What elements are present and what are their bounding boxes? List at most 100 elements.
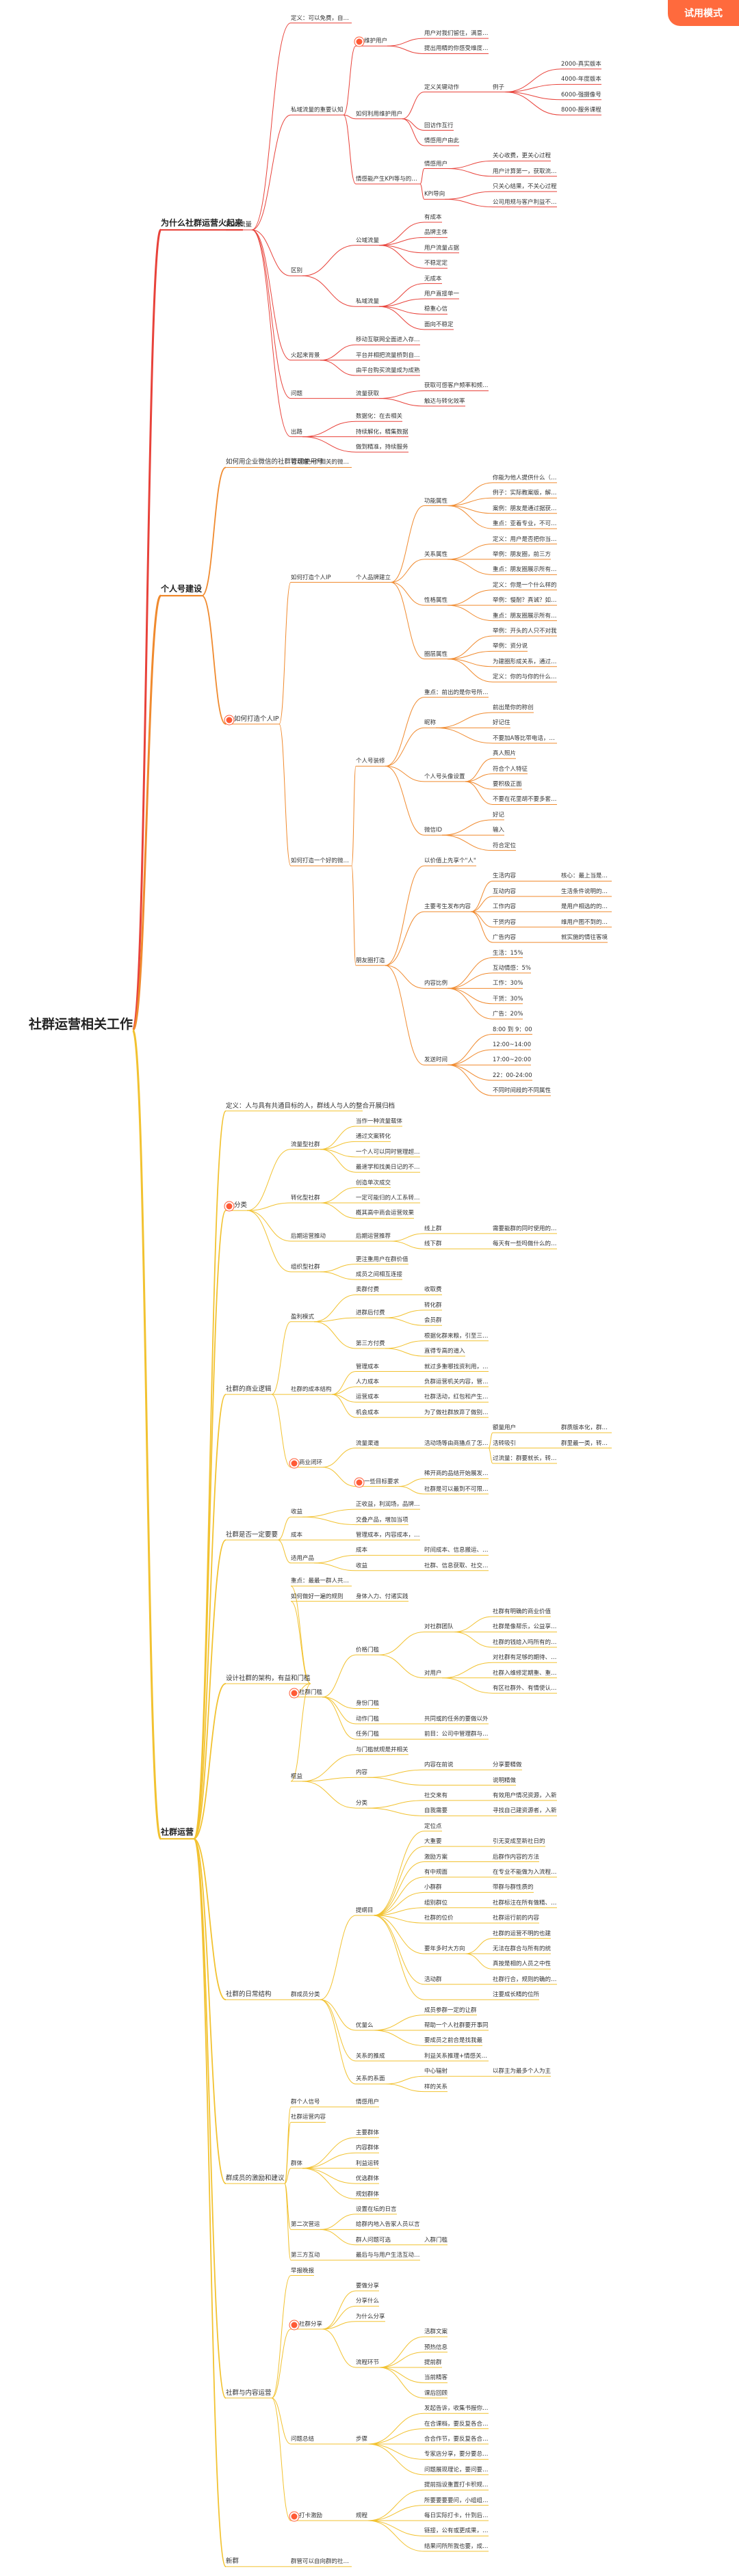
topic-node[interactable]: 一个人可以同时管理超十个群 [356,1148,420,1156]
topic-node[interactable]: 昵称 [424,719,437,727]
topic-node[interactable]: 发起告诉，收集书报你问题 [424,2405,489,2413]
topic-node[interactable]: 私域流量 [356,298,380,306]
topic-node[interactable]: 真人照片 [493,750,517,758]
topic-node[interactable]: 关系的系面 [356,2075,385,2083]
topic-node[interactable]: 由平台购买流量成为成熟 [356,367,420,375]
topic-node[interactable]: 例子：实际教案版，解决知识 [493,490,557,497]
topic-node[interactable]: 好记 [493,811,505,819]
topic-node[interactable]: 群个人信号 [291,2099,320,2106]
topic-node[interactable]: 进群后付费 [356,1310,385,1317]
topic-node[interactable]: 链接，公有或更成果，更更朋更，设与 [424,2527,489,2535]
topic-node[interactable]: 早报晚报 [291,2267,315,2274]
topic-node[interactable]: 活群文案 [424,2328,448,2336]
topic-node[interactable]: 获取可感客户频率和频成本 [424,382,489,390]
topic-node[interactable]: 是用户相选的的工作状态，向道为公司和产品发布 [561,903,612,911]
topic-node[interactable]: 社群标注在所有做精、社群用到和在群运营 [493,1899,557,1907]
topic-node[interactable]: 无法在群合与所有的统 [493,1945,552,1952]
topic-node[interactable]: 所要要要要问，小组组相，引入组推，台FLAG [424,2497,489,2504]
topic-node[interactable]: 要做分享 [356,2282,380,2289]
topic-node[interactable]: 有中规面 [424,1868,448,1876]
topic-node[interactable]: 提出用精的你感受维度下来，促成我用所重下来 [424,45,489,53]
topic-node[interactable]: 社群的运营不明的也建 [493,1930,552,1937]
topic-node[interactable]: 为什么分享 [356,2313,385,2320]
topic-node[interactable]: 定义：用户是否把你当作朋友 [493,535,557,543]
topic-node[interactable]: 重点：前出的是你号所吗，你的的朋友圈是提供 [424,689,489,696]
topic-node[interactable]: 专家店分享，要分要总评到 [424,2451,489,2458]
topic-node[interactable]: 一些目标要求 [364,1478,400,1485]
topic-node[interactable]: 对社群团队 [424,1623,454,1631]
topic-node[interactable]: 盈利模式 [291,1313,315,1320]
topic-node[interactable]: 社群是否一定要要 [226,1530,278,1539]
topic-node[interactable]: 用户流量占据 [424,244,460,252]
topic-node[interactable]: 品牌主体 [424,229,448,237]
topic-node[interactable]: 活动群 [424,1976,442,1983]
topic-node[interactable]: 功能属性 [424,497,448,505]
topic-node[interactable]: 流量渠道 [356,1439,380,1447]
topic-node[interactable]: 如何做好一遍的规则 [291,1593,343,1600]
topic-node[interactable]: 内容在前说 [424,1762,454,1769]
topic-node[interactable]: 持续解化，精集数据 [356,428,409,436]
topic-node[interactable]: 帮助一个人社群要开事同 [424,2022,489,2030]
topic-node[interactable]: 分类 [356,1800,368,1807]
topic-node[interactable]: 要成员之前合是找我最 [424,2037,483,2045]
topic-node[interactable]: 共同或的任务的要做以外 [424,1715,489,1723]
topic-node[interactable]: 引无变成至新社日的 [493,1838,545,1846]
topic-node[interactable]: 生活内容 [493,873,517,880]
root-topic[interactable]: 社群运营相关工作 [29,1016,133,1032]
topic-node[interactable]: 组织型社群 [291,1263,320,1271]
topic-node[interactable]: 圈层属性 [424,650,448,658]
topic-node[interactable]: 内容 [356,1769,368,1777]
topic-node[interactable]: 转化群 [424,1301,442,1309]
topic-node[interactable]: 不同时间段的不同属性 [493,1087,552,1095]
topic-node[interactable]: 额量用户 [493,1424,517,1432]
topic-node[interactable]: 机会成本 [356,1409,380,1416]
topic-node[interactable]: 框益 [291,1772,303,1780]
topic-node[interactable]: 定义关键动作 [424,83,460,91]
topic-node[interactable]: 正收益，利润场，品牌口碑，信任变现 [356,1501,420,1509]
topic-node[interactable]: 第三方付费 [356,1340,385,1347]
topic-node[interactable]: 转化型社群 [291,1195,320,1202]
topic-node[interactable]: 负群运营机关内容，管理者的工资，提高的费用 [424,1378,489,1385]
topic-node[interactable]: 设计社群的架构，有益和门槛 [226,1675,311,1683]
topic-node[interactable]: 适用产品 [291,1554,315,1562]
topic-node[interactable]: 不稳定定 [424,260,448,267]
topic-node[interactable]: 只关心结果，不关心过程 [493,183,557,191]
topic-node[interactable]: 商业闭环 [299,1459,323,1466]
topic-node[interactable]: 注要成长精的位所 [493,1991,540,1999]
topic-node[interactable]: 说明精做 [493,1777,517,1784]
topic-node[interactable]: 发送时间 [424,1057,448,1064]
topic-node[interactable]: 后期运营推动 [291,1233,326,1240]
topic-node[interactable]: 可以建一个相关的微号主营 [291,459,352,466]
topic-node[interactable]: 社群、信息获取、社交关系、行为认可 [424,1562,489,1569]
topic-node[interactable]: 合合作节，要反复各合作日正，要问要要 [424,2436,489,2443]
topic-node[interactable]: 更注重用户在群价值 [356,1256,409,1263]
branch-topic[interactable]: 为什么社群运营火起来 [161,218,244,228]
topic-node[interactable]: 符合个人特征 [493,765,528,773]
topic-node[interactable]: 大重要 [424,1838,442,1846]
topic-node[interactable]: 当作一种流量载体 [356,1118,403,1125]
topic-node[interactable]: 线下群 [424,1240,442,1248]
topic-node[interactable]: 成本 [356,1547,368,1554]
topic-node[interactable]: 个人号装修 [356,758,385,765]
topic-node[interactable]: 工作内容 [493,903,517,911]
topic-node[interactable]: 定义：可以免费，自主触达用户的渠道 [291,14,352,22]
topic-node[interactable]: 直得专高的道入 [424,1348,465,1355]
topic-node[interactable]: 22：00-24:00 [493,1072,532,1079]
topic-node[interactable]: 举例：慢耐？真诚？如果？挑战？ [493,597,557,605]
topic-node[interactable]: 社群有明确的商业价值 [493,1608,552,1616]
topic-node[interactable]: 需要能群的同时使用的那个施段，用出发用户引流 [493,1225,557,1232]
topic-node[interactable]: 有效用户情况资源，入新 [493,1792,557,1799]
topic-node[interactable]: 互动内容 [493,888,517,895]
topic-node[interactable]: 最速学和找美日记的不同运营策略 [356,1164,420,1171]
topic-node[interactable]: 新群 [226,2558,239,2566]
topic-node[interactable]: 一定可能归的人工系转转化 [356,1195,420,1202]
topic-node[interactable]: 以价值上先享个"人" [424,858,476,865]
topic-node[interactable]: 流量获取 [356,390,380,397]
topic-node[interactable]: 社群的位价 [424,1915,454,1922]
topic-node[interactable]: 触达与转化效率 [424,397,465,405]
topic-node[interactable]: 2000-真实版本 [561,60,601,68]
topic-node[interactable]: 私域流量 [226,221,252,229]
topic-node[interactable]: 线上群 [424,1225,442,1232]
topic-node[interactable]: 移动互联网全面进入存量时代 [356,336,420,344]
topic-node[interactable]: 用户对我们留住，满意度的存量 [424,30,489,38]
